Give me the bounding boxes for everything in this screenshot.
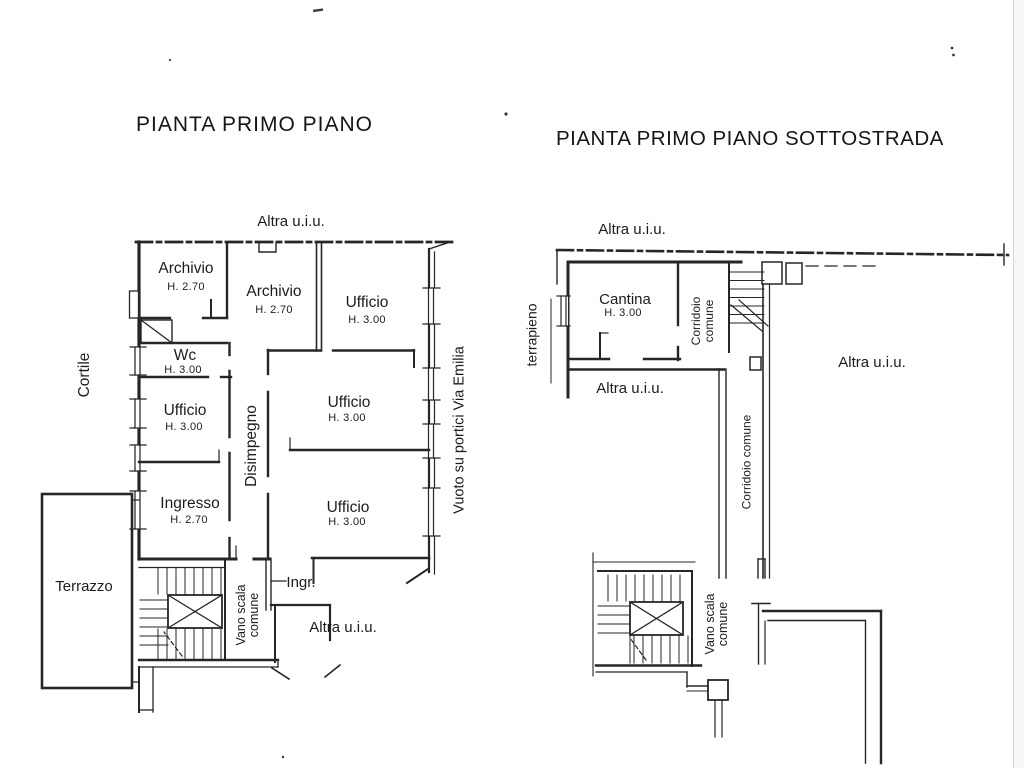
room-height-archivio-2: H. 2.70 — [255, 304, 293, 317]
label-vano-scala-comune-left-plan: Vano scala comune — [234, 585, 261, 646]
room-height-ufficio-4: H. 3.00 — [328, 516, 366, 529]
room-label-ufficio-3: Ufficio — [327, 393, 371, 411]
vano-scala-line2: comune — [247, 592, 261, 638]
scan-artifacts — [168, 8, 955, 759]
label-vano-scala-comune-right-plan: Vano scala comune — [703, 594, 730, 655]
label-altra-uiu-mid-right: Altra u.i.u. — [838, 354, 906, 372]
room-height-ufficio-3: H. 3.00 — [328, 412, 366, 425]
room-height-ufficio-1: H. 3.00 — [348, 314, 386, 327]
room-height-ufficio-2: H. 3.00 — [165, 421, 203, 434]
right-plan-title: PIANTA PRIMO PIANO SOTTOSTRADA — [556, 127, 944, 150]
label-corridoio-comune-top: Corridoio comune — [689, 297, 716, 346]
pillar-icon — [707, 679, 729, 701]
label-terrazzo: Terrazzo — [55, 578, 113, 596]
room-label-ingresso: Ingresso — [160, 494, 220, 512]
label-altra-uiu-mid-left: Altra u.i.u. — [596, 380, 664, 398]
vano-scala-right-line2: comune — [716, 601, 730, 647]
room-label-wc: Wc — [173, 346, 197, 364]
scan-page-edge — [1013, 0, 1024, 768]
staircase-icon-lower-right-plan — [597, 574, 689, 664]
window-icons-left-wall — [129, 346, 147, 530]
room-label-ufficio-4: Ufficio — [326, 498, 370, 516]
elevator-icon-left-plan — [167, 594, 223, 629]
room-label-cantina: Cantina — [599, 291, 651, 309]
hatched-duct-icon — [140, 319, 173, 344]
room-label-ufficio-2: Ufficio — [163, 401, 207, 419]
room-label-ufficio-1: Ufficio — [345, 293, 389, 311]
label-altra-uiu-top-right-plan: Altra u.i.u. — [598, 221, 666, 239]
room-height-ingresso: H. 2.70 — [170, 514, 208, 527]
room-label-disimpegno: Disimpegno — [242, 405, 260, 487]
corridoio-top-line2: comune — [702, 299, 716, 343]
room-height-wc: H. 3.00 — [164, 364, 202, 377]
elevator-icon-right-plan — [629, 601, 684, 636]
label-altra-uiu-top-left-plan: Altra u.i.u. — [257, 213, 325, 231]
label-ingr: Ingr. — [286, 574, 316, 592]
room-height-cantina: H. 3.00 — [604, 307, 642, 320]
right-plan-walls — [550, 243, 1010, 765]
left-plan-title: PIANTA PRIMO PIANO — [136, 113, 373, 136]
label-altra-uiu-bottom-left-plan: Altra u.i.u. — [309, 619, 377, 637]
window-icons-right-wall — [422, 287, 441, 537]
room-height-archivio-1: H. 2.70 — [167, 281, 205, 294]
terrace-outline — [40, 492, 140, 690]
label-cortile: Cortile — [75, 352, 93, 398]
staircase-icon-left-plan — [138, 566, 226, 660]
label-terrapieno: terrapieno — [523, 303, 540, 367]
room-label-archivio-2: Archivio — [246, 282, 302, 300]
label-vuoto-su-portici-via-emilia: Vuoto su portici Via Emilia — [451, 346, 468, 514]
room-label-archivio-1: Archivio — [158, 259, 214, 277]
window-icon-cantina — [556, 295, 571, 327]
left-plan-walls — [40, 240, 454, 713]
label-corridoio-comune-mid: Corridoio comune — [739, 414, 754, 510]
